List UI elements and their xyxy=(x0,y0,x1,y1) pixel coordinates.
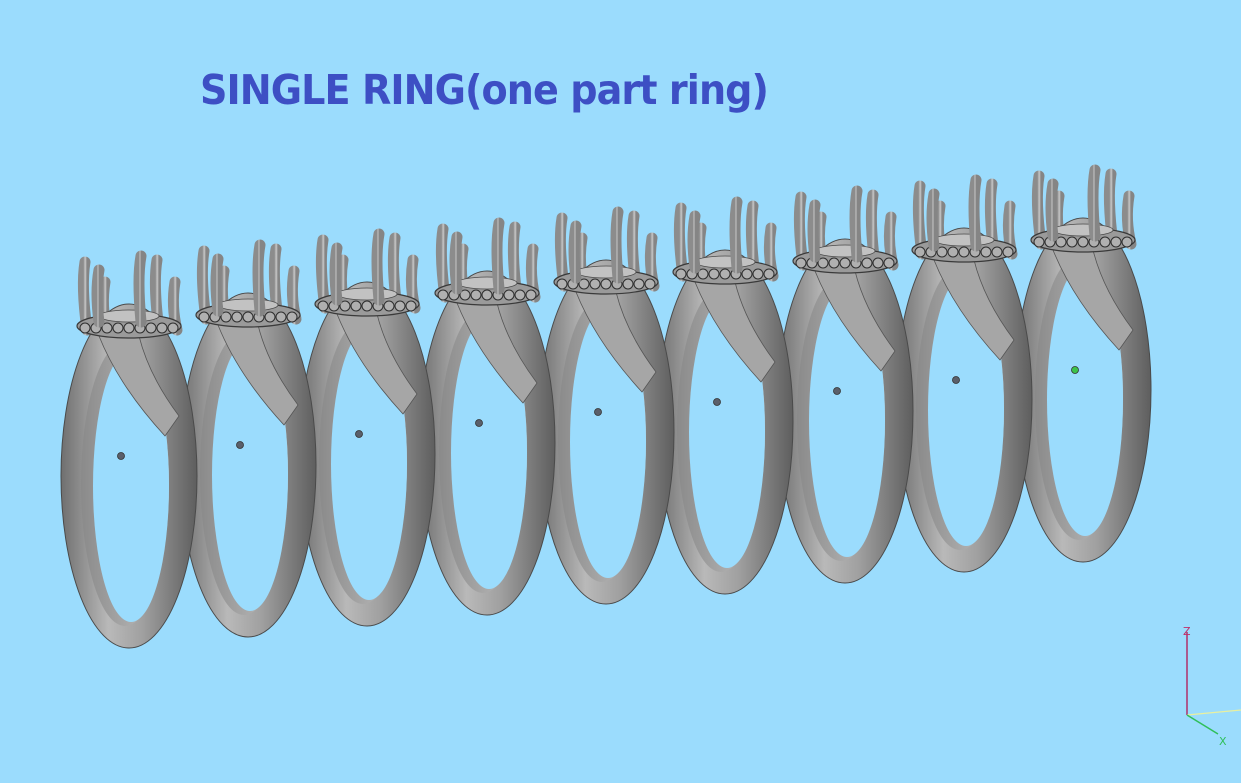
selected-center-point[interactable] xyxy=(1071,366,1079,374)
center-point[interactable] xyxy=(594,408,602,416)
center-point[interactable] xyxy=(475,419,483,427)
center-point[interactable] xyxy=(117,452,125,460)
center-point[interactable] xyxy=(355,430,363,438)
center-point[interactable] xyxy=(236,441,244,449)
ring-model-5[interactable] xyxy=(537,206,675,605)
ring-model-7[interactable] xyxy=(776,185,914,584)
viewport-title: SINGLE RING(one part ring) xyxy=(200,66,769,114)
ring-model-1[interactable] xyxy=(60,250,198,649)
ring-model-2[interactable] xyxy=(179,239,317,638)
ring-model-8[interactable] xyxy=(895,174,1033,573)
ring-model-3[interactable] xyxy=(298,228,436,627)
ring-model-4[interactable] xyxy=(418,217,556,616)
center-point[interactable] xyxy=(833,387,841,395)
ring-model-9[interactable] xyxy=(1014,164,1152,563)
center-point[interactable] xyxy=(952,376,960,384)
center-point[interactable] xyxy=(713,398,721,406)
ring-model-6[interactable] xyxy=(656,196,794,595)
